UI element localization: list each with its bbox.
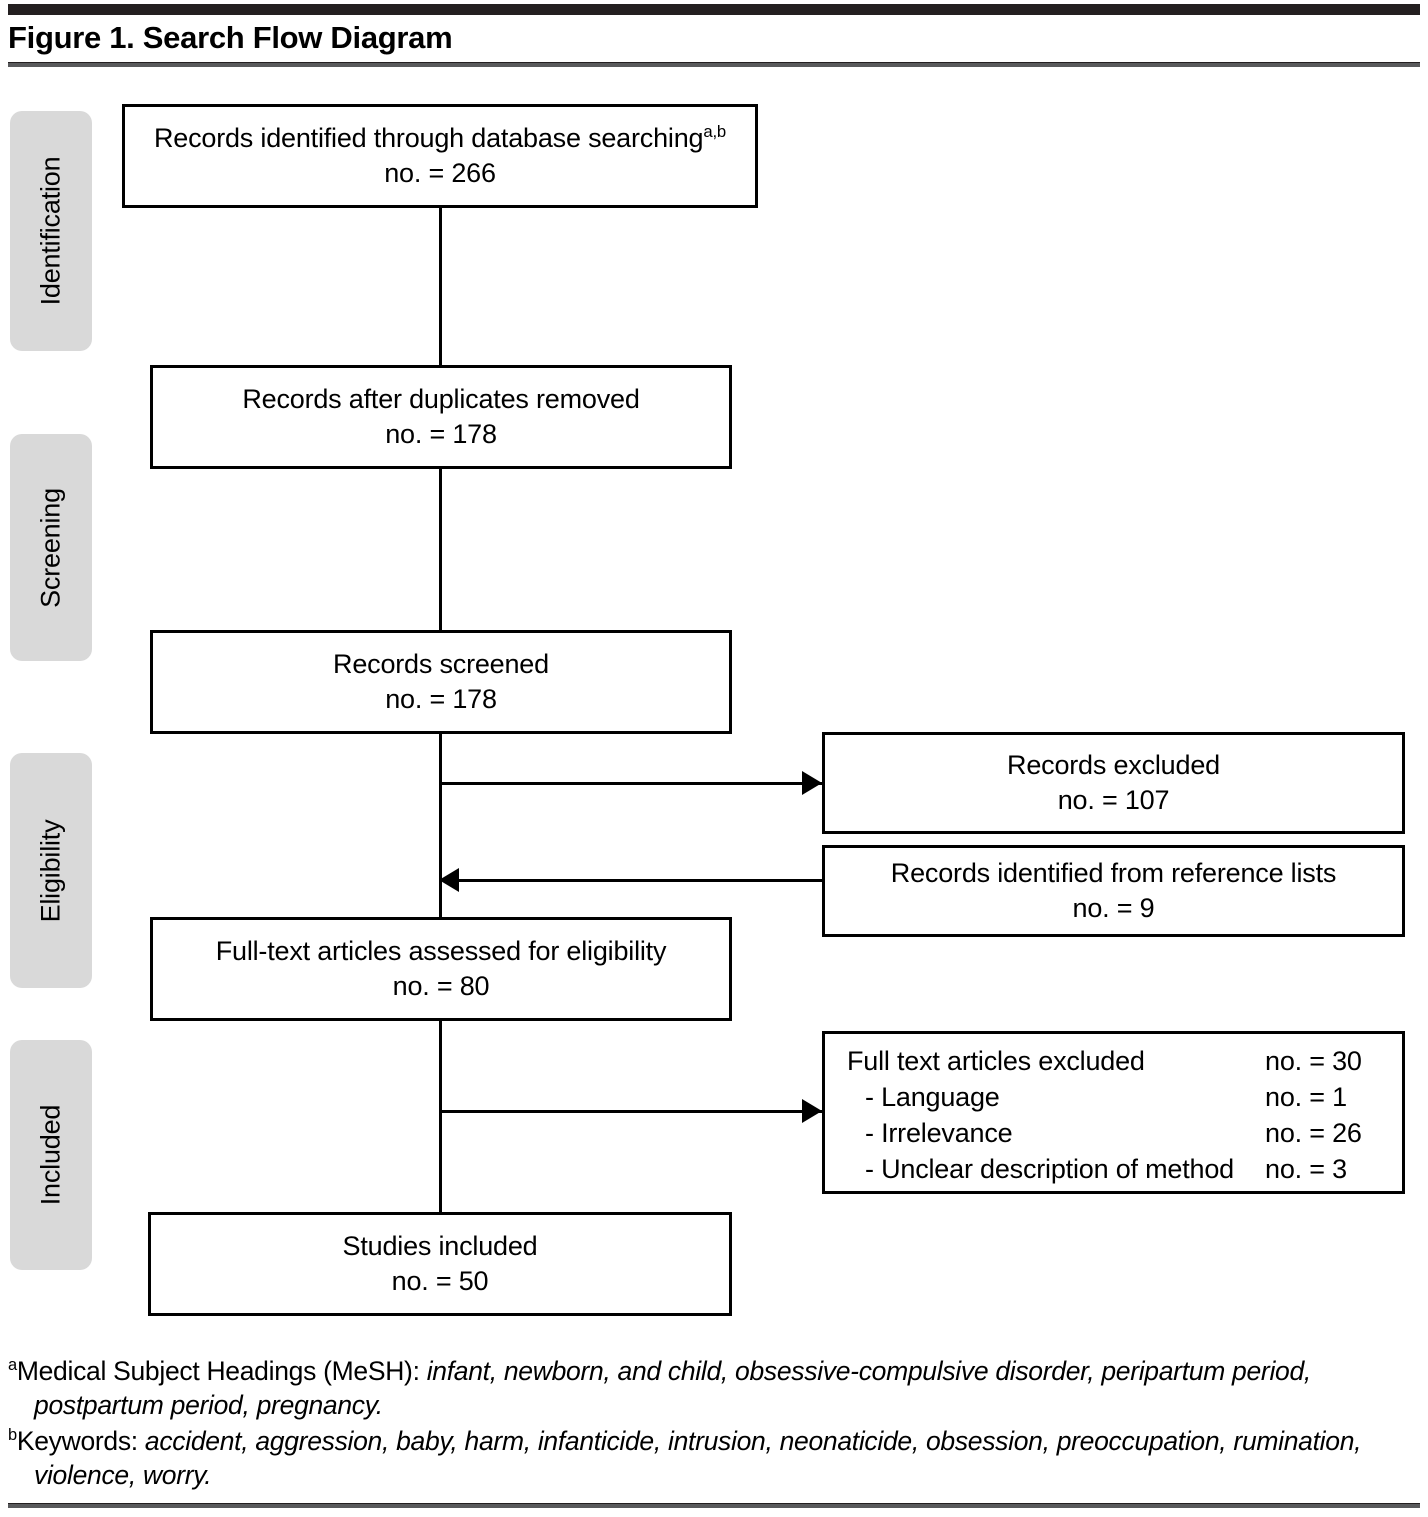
box-studies-included-count: no. = 50 xyxy=(391,1266,489,1296)
box-records-identified-count: no. = 266 xyxy=(384,158,496,188)
box-fulltext-assessed: Full-text articles assessed for eligibil… xyxy=(150,917,732,1021)
footnote-a-label: Medical Subject Headings (MeSH): xyxy=(16,1356,427,1386)
fulltext-excluded-reason-irrelevance: - Irrelevance no. = 26 xyxy=(847,1120,1384,1156)
connector-identified-to-duplicates xyxy=(439,205,442,367)
box-records-after-duplicates-count: no. = 178 xyxy=(385,419,497,449)
stage-included: Included xyxy=(10,1040,92,1270)
footnote-b-label: Keywords: xyxy=(16,1425,145,1456)
footnote-a-terms: infant, newborn, and child, obsessive-co… xyxy=(34,1356,1311,1421)
stage-screening: Screening xyxy=(10,434,92,661)
arrow-from-reference-lists xyxy=(439,868,459,892)
fulltext-excluded-header-label: Full text articles excluded xyxy=(847,1046,1145,1076)
title-rule xyxy=(8,62,1420,67)
stage-screening-label: Screening xyxy=(35,487,66,608)
figure-title: Figure 1. Search Flow Diagram xyxy=(8,20,453,55)
box-records-identified: Records identified through database sear… xyxy=(122,104,758,208)
box-fulltext-assessed-count: no. = 80 xyxy=(392,971,490,1001)
box-records-screened: Records screened no. = 178 xyxy=(150,630,732,734)
connector-fulltext-to-included xyxy=(439,1018,442,1218)
footnote-ref-ab: a,b xyxy=(703,122,727,142)
box-fulltext-excluded: Full text articles excluded no. = 30 - L… xyxy=(822,1031,1405,1194)
top-rule xyxy=(8,4,1420,15)
connector-from-reference-lists xyxy=(457,879,822,882)
footnote-a-marker: a xyxy=(8,1356,17,1375)
box-records-after-duplicates-text: Records after duplicates removed xyxy=(242,384,640,415)
footnote-a: aMedical Subject Headings (MeSH): infant… xyxy=(8,1354,1420,1423)
reason-language-label: - Language xyxy=(865,1082,1000,1112)
connector-screened-to-fulltext xyxy=(439,732,442,919)
footnote-b: bKeywords: accident, aggression, baby, h… xyxy=(8,1424,1420,1493)
box-fulltext-assessed-text: Full-text articles assessed for eligibil… xyxy=(215,936,667,967)
box-records-from-reference-lists: Records identified from reference lists … xyxy=(822,845,1405,937)
bottom-rule xyxy=(8,1503,1420,1508)
arrow-to-fulltext-excluded xyxy=(802,1099,822,1123)
stage-included-label: Included xyxy=(35,1104,66,1206)
box-records-excluded: Records excluded no. = 107 xyxy=(822,732,1405,834)
stage-eligibility-label: Eligibility xyxy=(35,819,66,922)
arrow-to-records-excluded xyxy=(802,771,822,795)
box-records-excluded-text: Records excluded xyxy=(1007,750,1220,781)
box-records-after-duplicates: Records after duplicates removed no. = 1… xyxy=(150,365,732,469)
connector-to-records-excluded xyxy=(439,782,822,785)
stage-identification-label: Identification xyxy=(35,156,66,306)
fulltext-excluded-header: Full text articles excluded no. = 30 xyxy=(847,1048,1384,1084)
fulltext-excluded-reason-unclear-method: - Unclear description of method no. = 3 xyxy=(847,1156,1384,1192)
box-records-from-reference-lists-text: Records identified from reference lists xyxy=(890,858,1337,889)
footnote-b-marker: b xyxy=(8,1426,17,1445)
stage-eligibility: Eligibility xyxy=(10,753,92,988)
box-records-screened-text: Records screened xyxy=(333,649,549,680)
fulltext-excluded-header-count: no. = 30 xyxy=(1265,1046,1362,1076)
box-studies-included-text: Studies included xyxy=(342,1231,538,1262)
box-studies-included: Studies included no. = 50 xyxy=(148,1212,732,1316)
box-records-excluded-count: no. = 107 xyxy=(1057,785,1170,815)
reason-language-count: no. = 1 xyxy=(1265,1082,1347,1112)
stage-identification: Identification xyxy=(10,111,92,351)
box-records-from-reference-lists-count: no. = 9 xyxy=(1072,893,1155,923)
footnote-b-terms: accident, aggression, baby, harm, infant… xyxy=(34,1425,1362,1491)
fulltext-excluded-reason-language: - Language no. = 1 xyxy=(847,1084,1384,1120)
footnotes: aMedical Subject Headings (MeSH): infant… xyxy=(8,1354,1420,1494)
box-records-identified-text: Records identified through database sear… xyxy=(153,122,727,154)
box-records-screened-count: no. = 178 xyxy=(385,684,497,714)
reason-unclear-method-label: - Unclear description of method xyxy=(865,1154,1234,1184)
reason-irrelevance-label: - Irrelevance xyxy=(865,1118,1013,1148)
connector-duplicates-to-screened xyxy=(439,465,442,632)
reason-irrelevance-count: no. = 26 xyxy=(1265,1118,1362,1148)
reason-unclear-method-count: no. = 3 xyxy=(1265,1154,1347,1184)
connector-to-fulltext-excluded xyxy=(439,1110,822,1113)
